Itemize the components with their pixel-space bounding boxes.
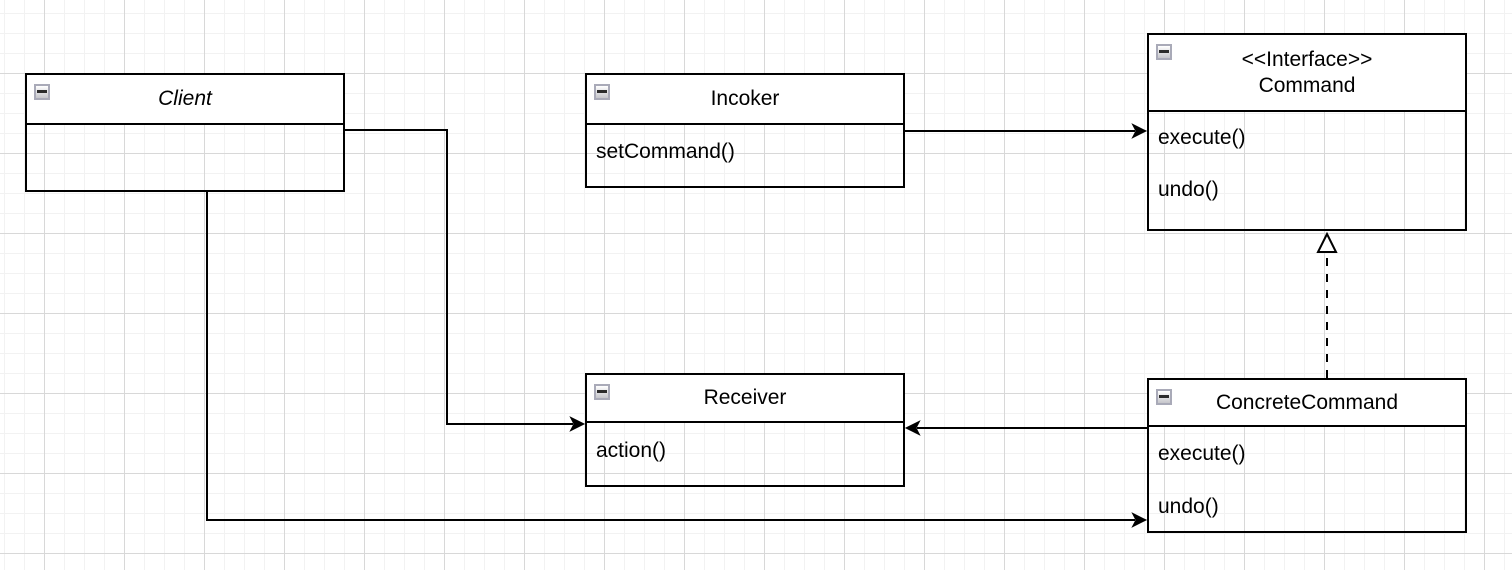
class-title-bar: ConcreteCommand (1149, 380, 1465, 427)
method-undo[interactable]: undo() (1158, 494, 1219, 518)
class-title-bar: <<Interface>> Command (1149, 35, 1465, 112)
class-stereotype: <<Interface>> (1241, 47, 1373, 71)
collapse-minus-icon[interactable] (1156, 44, 1172, 60)
class-title-bar: Client (27, 75, 343, 125)
edge-line (345, 129, 573, 425)
edge-concrete-command-implements-command[interactable] (1316, 231, 1338, 378)
class-title: Client (158, 87, 212, 110)
edge-concrete-command-to-receiver[interactable] (904, 420, 1147, 436)
class-title: Command (1258, 73, 1356, 97)
method-set-command[interactable]: setCommand() (596, 140, 735, 163)
class-concrete-command[interactable]: ConcreteCommand execute() undo() (1147, 378, 1467, 533)
class-body: execute() undo() (1149, 427, 1465, 533)
edge-invoker-to-command[interactable] (905, 123, 1148, 139)
collapse-minus-icon[interactable] (594, 384, 610, 400)
arrowhead-filled-icon (569, 416, 586, 432)
method-undo[interactable]: undo() (1158, 178, 1219, 201)
method-action[interactable]: action() (596, 439, 667, 462)
arrowhead-filled-icon (1131, 123, 1148, 139)
method-execute[interactable]: execute() (1158, 126, 1246, 149)
class-title: Incoker (710, 87, 780, 110)
class-title: Receiver (703, 386, 787, 409)
method-execute[interactable]: execute() (1158, 441, 1246, 465)
class-title-bar: Receiver (587, 375, 903, 423)
edge-client-to-receiver[interactable] (345, 129, 586, 432)
class-body: action() (587, 423, 903, 479)
class-command-interface[interactable]: <<Interface>> Command execute() undo() (1147, 33, 1467, 231)
arrowhead-filled-icon (1131, 512, 1148, 528)
collapse-minus-icon[interactable] (1156, 389, 1172, 405)
class-client[interactable]: Client (25, 73, 345, 192)
class-body: execute() undo() (1149, 112, 1465, 216)
class-incoker[interactable]: Incoker setCommand() (585, 73, 905, 188)
class-title: ConcreteCommand (1215, 390, 1399, 414)
arrowhead-filled-icon (904, 420, 921, 436)
class-title-bar: Incoker (587, 75, 903, 125)
collapse-minus-icon[interactable] (34, 84, 50, 100)
arrowhead-hollow-triangle-icon (1316, 231, 1338, 253)
class-body: setCommand() (587, 125, 903, 179)
collapse-minus-icon[interactable] (594, 84, 610, 100)
class-receiver[interactable]: Receiver action() (585, 373, 905, 487)
